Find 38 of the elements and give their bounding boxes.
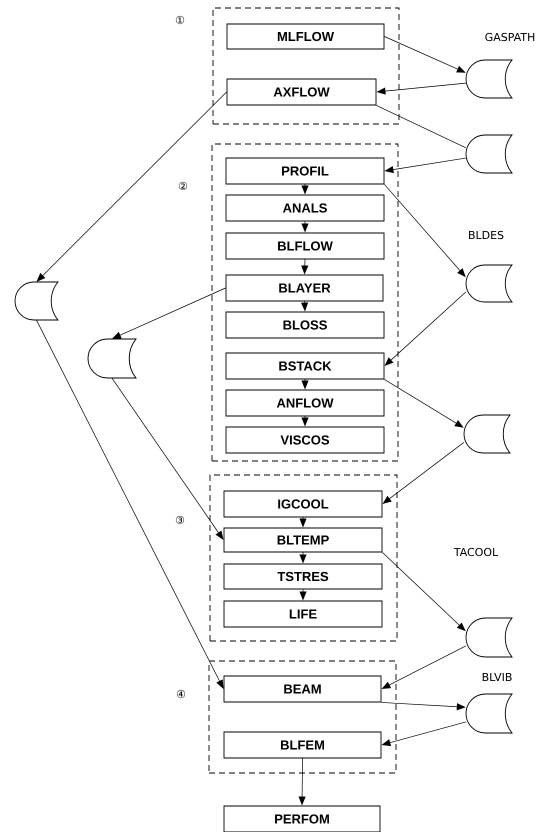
- process-box: BLFLOW: [226, 232, 384, 260]
- storage-symbol: [466, 134, 512, 174]
- process-box: BLTEMP: [224, 528, 382, 552]
- process-box: MLFLOW: [226, 24, 384, 50]
- process-box: LIFE: [224, 600, 382, 628]
- step-number: ④: [176, 690, 186, 698]
- storage-symbol: [466, 694, 512, 734]
- file-label: BLVIB: [482, 673, 512, 682]
- process-box: AXFLOW: [226, 78, 376, 106]
- process-box: ANALS: [226, 194, 384, 222]
- process-box: TSTRES: [224, 564, 382, 590]
- process-box: IGCOOL: [224, 490, 382, 518]
- connector-line: [376, 105, 466, 148]
- process-box: BLOSS: [226, 312, 384, 338]
- process-box: BEAM: [224, 676, 382, 702]
- step-number: ③: [176, 516, 184, 524]
- process-box: PERFOM: [224, 806, 380, 832]
- process-box: VISCOS: [226, 426, 384, 454]
- process-box: PROFIL: [226, 158, 384, 184]
- file-label: TACOOL: [454, 548, 498, 556]
- process-box: BLAYER: [226, 274, 384, 302]
- file-label: BLDES: [469, 230, 504, 240]
- file-label: GASPATH: [485, 32, 534, 42]
- dashed-group-box: [212, 8, 400, 124]
- storage-symbol: [466, 264, 512, 302]
- step-number: ①: [176, 16, 184, 24]
- storage-symbol: [466, 618, 512, 658]
- step-number: ②: [178, 182, 188, 190]
- process-box: BSTACK: [226, 352, 384, 380]
- storage-symbol: [464, 414, 510, 454]
- process-box: BLFEM: [224, 732, 382, 758]
- storage-symbol: [14, 282, 58, 320]
- storage-symbol: [88, 338, 136, 378]
- dashed-group-box: [208, 660, 396, 774]
- storage-symbol: [466, 60, 512, 98]
- process-box: ANFLOW: [226, 390, 384, 416]
- dashed-group-box: [212, 144, 398, 462]
- dashed-group-box: [210, 474, 398, 642]
